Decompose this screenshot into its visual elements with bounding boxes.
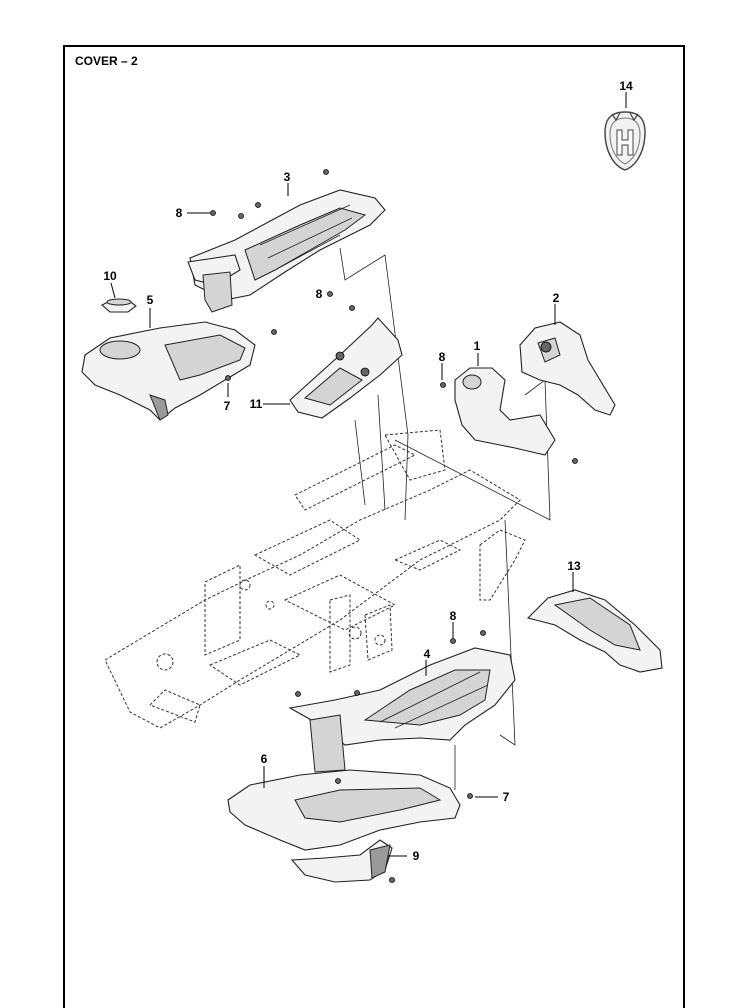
bolt	[255, 202, 261, 208]
part-5-left-cover	[81, 321, 256, 421]
part-4-footrest	[288, 647, 516, 746]
bolt	[572, 458, 578, 464]
page-title: COVER – 2	[75, 54, 138, 68]
part-3-upper-cover	[187, 189, 386, 313]
part-9-step-trim	[290, 839, 393, 883]
chassis-frame	[104, 429, 526, 729]
diagram-frame	[63, 45, 685, 1008]
part-13-cover	[526, 589, 663, 673]
callout-8-lower: 8	[450, 609, 457, 623]
callout-11: 11	[250, 397, 263, 411]
callout-9: 9	[413, 849, 420, 863]
part-10-cap	[101, 298, 137, 313]
callout-14: 14	[619, 79, 633, 93]
callout-3: 3	[284, 170, 291, 184]
part-1-column-cover	[454, 367, 556, 456]
callout-2: 2	[553, 291, 560, 305]
bolt	[210, 210, 216, 216]
callout-6: 6	[261, 752, 268, 766]
fasteners	[210, 169, 578, 883]
bolt	[467, 793, 473, 799]
bolt	[238, 213, 244, 219]
callout-8-upper-left: 8	[176, 206, 183, 220]
callout-7-lower: 7	[503, 790, 510, 804]
part-6-lower-cover	[227, 714, 461, 851]
bolt	[440, 382, 446, 388]
bolt	[354, 690, 360, 696]
bolt	[335, 778, 341, 784]
part-14-emblem-icon	[604, 111, 646, 171]
bolt	[225, 375, 231, 381]
callout-10: 10	[103, 269, 117, 283]
callout-1: 1	[474, 339, 481, 353]
part-11-plate	[289, 317, 403, 419]
bolt	[349, 305, 355, 311]
bolt	[295, 691, 301, 697]
bolt	[450, 638, 456, 644]
bolt	[480, 630, 486, 636]
callout-7-upper: 7	[224, 399, 231, 413]
bolt	[389, 877, 395, 883]
callout-5: 5	[147, 293, 154, 307]
callout-4: 4	[424, 647, 431, 661]
callout-labels: 1 2 3 4 5 6 7 7 8 8 8 8 9 10 11 13 14	[103, 79, 633, 863]
callout-8-middle: 8	[316, 287, 323, 301]
callout-8-right: 8	[439, 350, 446, 364]
bolt	[271, 329, 277, 335]
bolt	[323, 169, 329, 175]
bolt	[327, 291, 333, 297]
callout-13: 13	[567, 559, 581, 573]
part-2-dash-cover	[519, 321, 616, 416]
callout-leaders	[110, 92, 627, 857]
